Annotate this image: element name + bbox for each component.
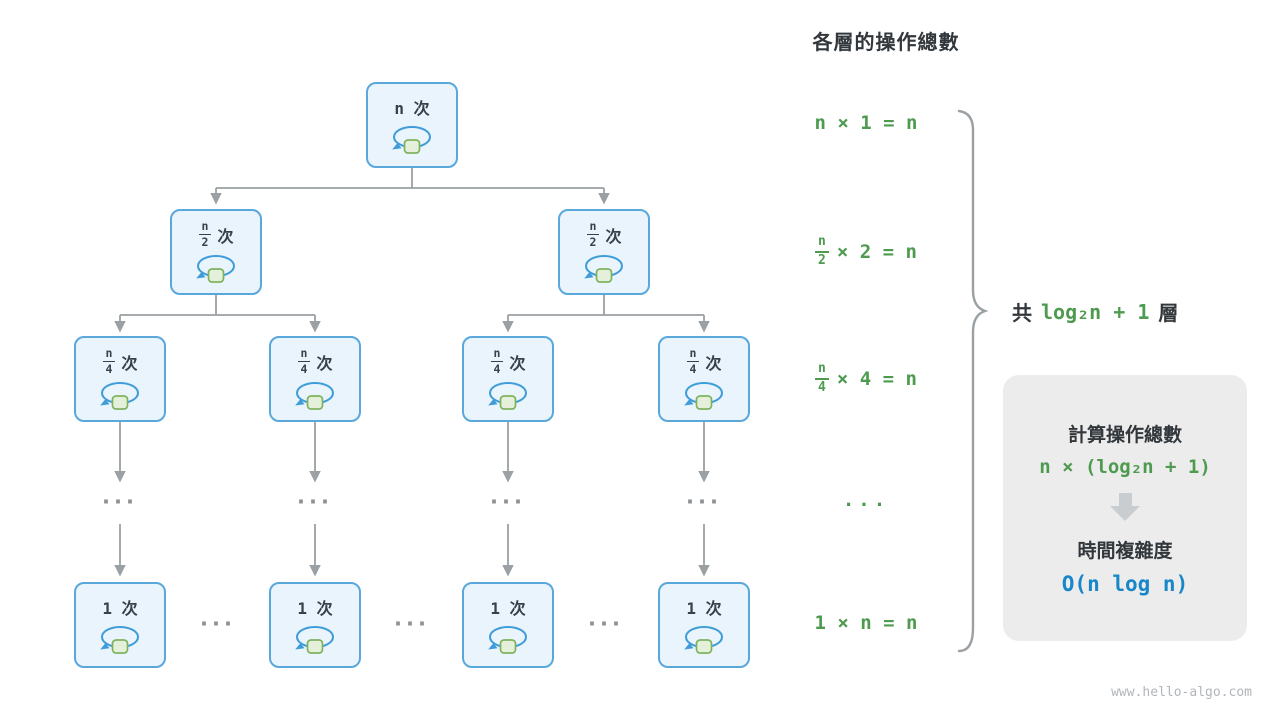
node-label-text: 1 次 [490, 598, 526, 618]
ellipsis: ··· [490, 490, 526, 514]
loop-icon [681, 624, 727, 655]
loop-icon [581, 253, 627, 284]
formula-ellipsis: ··· [842, 494, 890, 516]
brace-label: 共 log₂n + 1 層 [1012, 297, 1178, 326]
loop-icon [485, 380, 531, 411]
node-label-text: 1 次 [297, 598, 333, 618]
node-label-text: 1 次 [686, 598, 722, 618]
formula-level-2: n 2 × 2 = n [786, 228, 946, 276]
node-label: n 4 次 [102, 346, 138, 376]
brace-label-formula: log₂n + 1 [1041, 299, 1150, 324]
loop-icon [389, 124, 435, 155]
fraction: n 4 [102, 346, 116, 376]
watermark: www.hello-algo.com [1111, 685, 1252, 700]
summary-heading-complexity: 時間複雜度 [1077, 540, 1173, 562]
summary-operations-formula: n × (log₂n + 1) [1039, 456, 1211, 478]
tree-node-l3-2: n 4 次 [462, 336, 554, 422]
node-label-text: n 次 [394, 98, 430, 118]
tree-node-l3-3: n 4 次 [658, 336, 750, 422]
node-label-suffix: 次 [705, 353, 722, 373]
formula-level-last: 1 × n = n [814, 612, 918, 634]
node-label: n 次 [394, 95, 429, 119]
node-label-text: 1 次 [102, 598, 138, 618]
tree-node-l2-1: n 2 次 [558, 209, 650, 295]
loop-icon [292, 380, 338, 411]
ellipsis: ··· [200, 612, 236, 636]
fraction: n 4 [490, 346, 504, 376]
node-label-suffix: 次 [509, 353, 526, 373]
fraction: n 2 [198, 219, 212, 249]
ellipsis: ··· [102, 490, 138, 514]
ellipsis: ··· [686, 490, 722, 514]
node-label-suffix: 次 [121, 353, 138, 373]
node-label: 1 次 [686, 595, 721, 619]
node-label: n 2 次 [198, 219, 234, 249]
summary-heading-operations: 計算操作總數 [1067, 424, 1182, 446]
loop-icon [193, 253, 239, 284]
ellipsis: ··· [297, 490, 333, 514]
loop-icon [681, 380, 727, 411]
node-label-suffix: 次 [316, 353, 333, 373]
node-label-suffix: 次 [217, 226, 234, 246]
tree-node-root: n 次 [366, 82, 458, 168]
column-title: 各層的操作總數 [812, 30, 960, 54]
node-label: 1 次 [297, 595, 332, 619]
node-label: 1 次 [102, 595, 137, 619]
summary-complexity-value: O(n log n) [1061, 572, 1189, 596]
tree-node-l3-0: n 4 次 [74, 336, 166, 422]
tree-node-b2: 1 次 [462, 582, 554, 668]
node-label: 1 次 [490, 595, 525, 619]
node-label: n 2 次 [586, 219, 622, 249]
tree-node-b3: 1 次 [658, 582, 750, 668]
fraction: n 2 [586, 219, 600, 249]
tree-node-b0: 1 次 [74, 582, 166, 668]
tree-node-b1: 1 次 [269, 582, 361, 668]
loop-icon [97, 624, 143, 655]
curly-brace [957, 109, 988, 653]
brace-label-suffix: 層 [1158, 301, 1179, 325]
summary-box: 計算操作總數 n × (log₂n + 1) 時間複雜度 O(n log n) [1003, 375, 1247, 641]
tree-node-l3-1: n 4 次 [269, 336, 361, 422]
loop-icon [485, 624, 531, 655]
node-label: n 4 次 [686, 346, 722, 376]
fraction: n 4 [297, 346, 311, 376]
node-label: n 4 次 [490, 346, 526, 376]
loop-icon [97, 380, 143, 411]
formula-level-3: n 4 × 4 = n [786, 355, 946, 403]
brace-label-prefix: 共 [1012, 301, 1032, 325]
fraction: n 4 [815, 361, 829, 396]
formula-level-1: n × 1 = n [814, 112, 918, 134]
fraction: n 2 [815, 234, 829, 269]
loop-icon [292, 624, 338, 655]
node-label: n 4 次 [297, 346, 333, 376]
fraction: n 4 [686, 346, 700, 376]
ellipsis: ··· [394, 612, 430, 636]
tree-node-l2-0: n 2 次 [170, 209, 262, 295]
down-arrow-icon [1110, 493, 1140, 521]
node-label-suffix: 次 [605, 226, 622, 246]
ellipsis: ··· [588, 612, 624, 636]
